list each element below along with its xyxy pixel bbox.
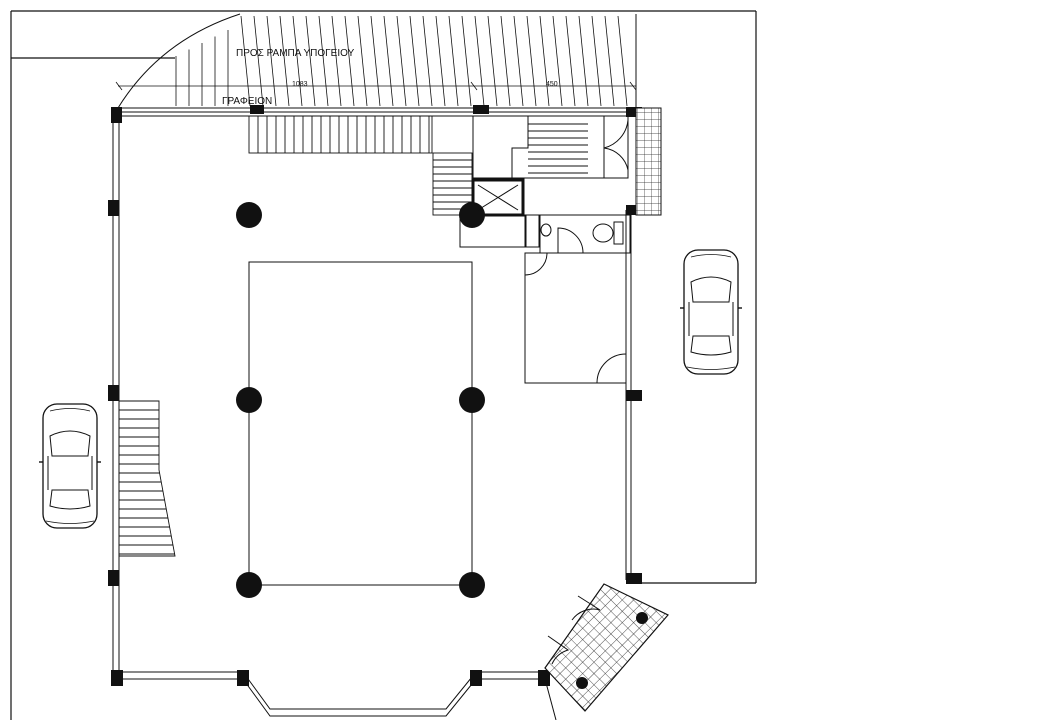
ramp-hatch-line	[240, 15, 251, 107]
dimension-line	[115, 81, 637, 91]
ramp-hatch-line	[331, 15, 342, 107]
ramp-hatch-line	[253, 15, 264, 107]
service-core	[459, 115, 631, 384]
ramp-hatch-line	[487, 15, 498, 107]
ramp-hatch-line	[578, 15, 589, 107]
ramp-hatch-line	[617, 15, 628, 107]
exterior-walls	[112, 111, 638, 720]
car-left	[38, 403, 102, 529]
ramp-hatch-line	[448, 15, 459, 107]
ramp-hatch-line	[513, 15, 524, 107]
ramp-hatch-line	[266, 15, 277, 107]
ramp-hatch-line	[500, 15, 511, 107]
ramp-hatch-line	[344, 15, 355, 107]
ramp-hatch-line	[565, 15, 576, 107]
columns-square	[108, 105, 642, 686]
ramp-hatch-line	[552, 15, 563, 107]
columns-round	[236, 202, 485, 598]
office-label: ΓΡΑΦΕΙΟΝ	[222, 96, 272, 107]
ramp-label: ΠΡΟΣ ΡΑΜΠΑ ΥΠΟΓΕΙΟΥ	[236, 48, 355, 59]
ramp-hatch-line	[292, 15, 303, 107]
ramp-hatch-line	[461, 15, 472, 107]
ramp-hatch-line	[318, 15, 329, 107]
car-right	[679, 249, 743, 375]
site-boundary	[10, 10, 757, 720]
central-void	[248, 261, 473, 586]
ramp-hatch-line	[604, 15, 615, 107]
ramp-hatch-line	[357, 15, 368, 107]
top-staircase	[248, 115, 473, 216]
ramp-hatch-line	[435, 15, 446, 107]
left-staircase	[118, 400, 176, 557]
ramp-hatch-line	[305, 15, 316, 107]
entrance-porch	[544, 583, 669, 712]
ramp-hatch-line	[526, 15, 537, 107]
dimension-right: 450	[546, 81, 558, 88]
ramp-hatch-line	[370, 15, 381, 107]
ramp-hatch-line	[383, 15, 394, 107]
ramp-hatch-line	[474, 15, 485, 107]
ramp-to-basement	[117, 13, 637, 109]
tiled-terrace-top	[635, 107, 662, 216]
ramp-hatch-line	[422, 15, 433, 107]
ramp-hatch-line	[409, 15, 420, 107]
ramp-hatch-line	[539, 15, 550, 107]
dimension-left: 1083	[292, 81, 308, 88]
ramp-hatch-line	[591, 15, 602, 107]
ramp-hatch-line	[396, 15, 407, 107]
ramp-hatch-line	[279, 15, 290, 107]
